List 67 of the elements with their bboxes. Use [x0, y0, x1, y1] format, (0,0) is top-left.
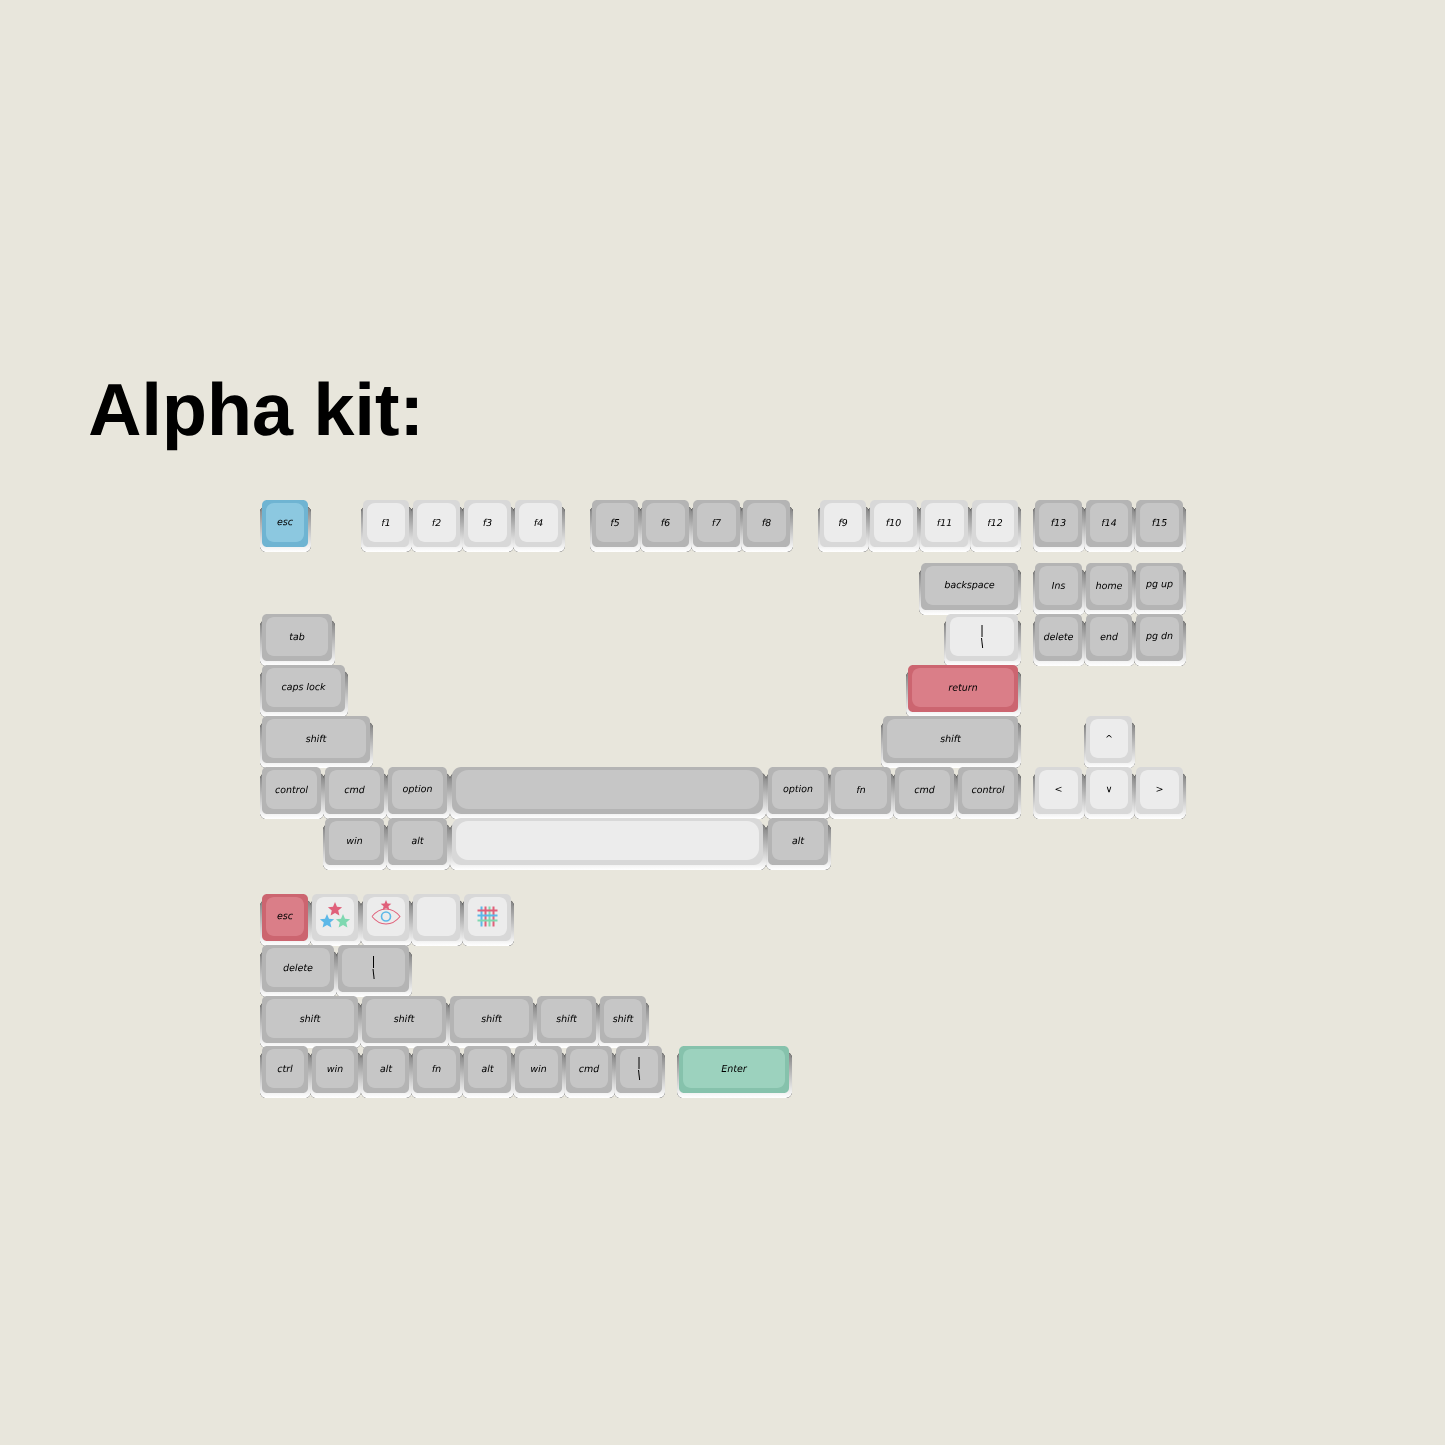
keycap: tab — [260, 614, 335, 666]
keycap: shift — [598, 996, 649, 1048]
keycap — [411, 894, 463, 946]
keycap: esc — [260, 500, 311, 552]
keycap: cmd — [323, 767, 387, 819]
keycap: fn — [411, 1046, 463, 1098]
keycap: control — [956, 767, 1021, 819]
keycap: f10 — [868, 500, 920, 552]
keycap: ctrl — [260, 1046, 311, 1098]
keycap: cmd — [564, 1046, 615, 1098]
keycap: f6 — [640, 500, 692, 552]
keycap: esc — [260, 894, 311, 946]
keycap: alt — [462, 1046, 514, 1098]
spacebar — [450, 818, 766, 870]
keycap: f5 — [590, 500, 641, 552]
spacebar — [450, 767, 766, 819]
keycap: alt — [766, 818, 831, 870]
keycap: f9 — [818, 500, 869, 552]
keycap: control — [260, 767, 324, 819]
keycap: Enter — [677, 1046, 792, 1098]
keycap — [462, 894, 514, 946]
keycap: < — [1033, 767, 1085, 819]
keycap: f2 — [411, 500, 463, 552]
keycap: f7 — [691, 500, 743, 552]
keycap: | \ — [336, 945, 412, 997]
keycap: fn — [829, 767, 894, 819]
keycap: backspace — [919, 563, 1021, 615]
keycap: Ins — [1033, 563, 1085, 615]
keycap: f8 — [741, 500, 793, 552]
keycap — [310, 894, 361, 946]
keycap: option — [386, 767, 450, 819]
keycap: shift — [360, 996, 449, 1048]
keycap: f3 — [462, 500, 514, 552]
keycap: cmd — [893, 767, 957, 819]
keycap — [361, 894, 412, 946]
keycap: > — [1134, 767, 1186, 819]
title: Alpha kit: — [90, 381, 417, 451]
keycap: f15 — [1134, 500, 1186, 552]
keycap: alt — [386, 818, 450, 870]
keycap: ^ — [1084, 716, 1135, 768]
keycap: win — [310, 1046, 361, 1098]
keycap: win — [323, 818, 387, 870]
keycap: | \ — [614, 1046, 665, 1098]
keycap: f14 — [1084, 500, 1135, 552]
keycap: | \ — [944, 614, 1021, 666]
keycap: shift — [535, 996, 599, 1048]
keycap: pg dn — [1134, 614, 1186, 666]
keycap: delete — [1033, 614, 1085, 666]
keycap: alt — [361, 1046, 412, 1098]
keycap: f13 — [1033, 500, 1085, 552]
keycap: f12 — [970, 500, 1021, 552]
keycap: f11 — [919, 500, 971, 552]
keycap: caps lock — [260, 665, 348, 717]
keycap: win — [513, 1046, 565, 1098]
keycap: f1 — [361, 500, 412, 552]
keycap: shift — [260, 996, 361, 1048]
keycap: return — [906, 665, 1021, 717]
keycap: shift — [881, 716, 1021, 768]
keycap: pg up — [1134, 563, 1186, 615]
keycap: end — [1084, 614, 1135, 666]
keycap: ∨ — [1084, 767, 1135, 819]
keycap: home — [1084, 563, 1135, 615]
keycap: f4 — [513, 500, 565, 552]
keycap: shift — [448, 996, 536, 1048]
keycap: delete — [260, 945, 337, 997]
keycap: option — [766, 767, 831, 819]
keycap: shift — [260, 716, 373, 768]
